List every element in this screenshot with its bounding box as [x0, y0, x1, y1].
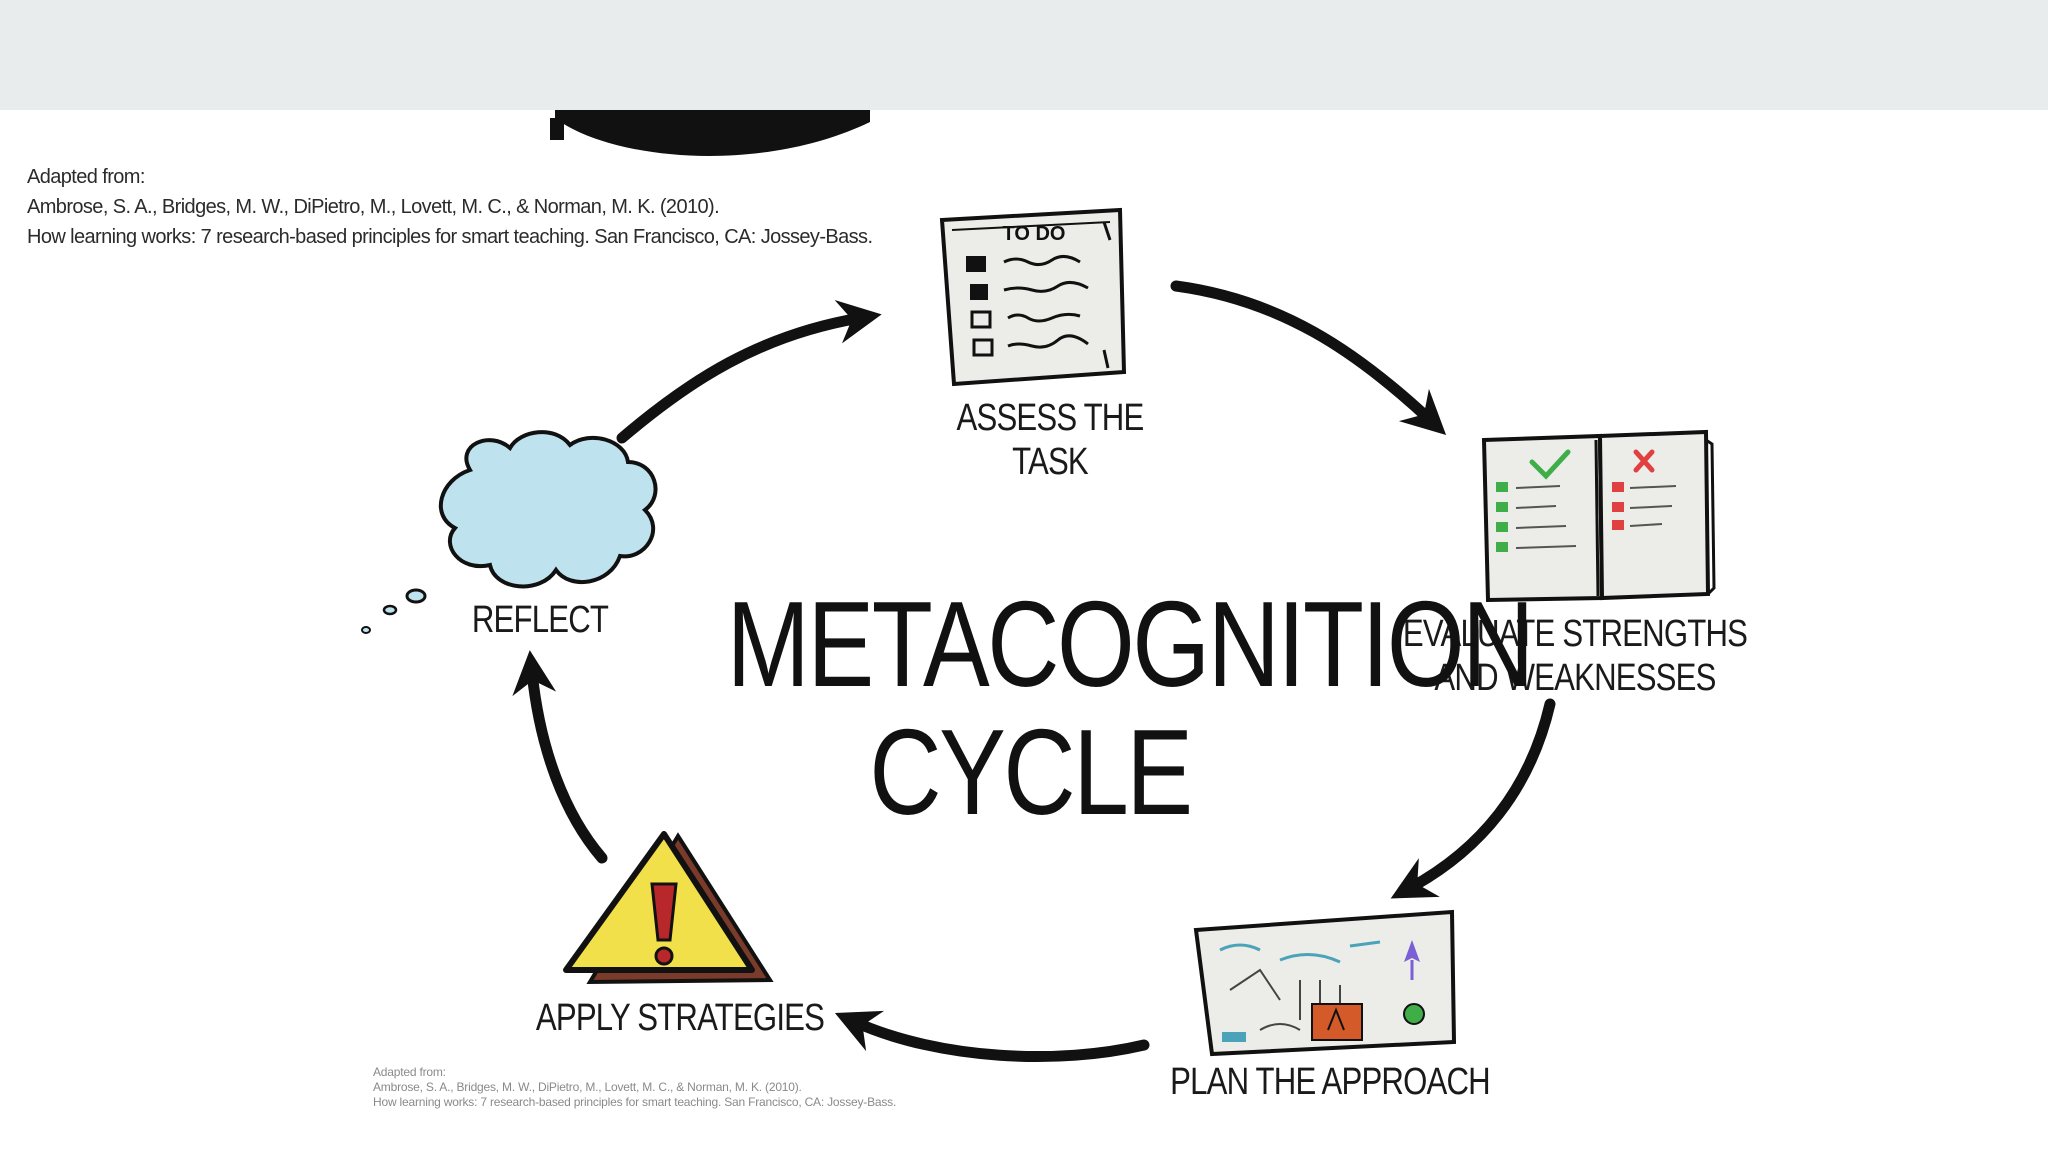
top-arc-tick	[550, 118, 564, 140]
citation-top-line: Adapted from:	[27, 166, 145, 188]
citation-top-line: Ambrose, S. A., Bridges, M. W., DiPietro…	[27, 196, 720, 218]
diagram-title-line: METACOGNITION	[726, 576, 1535, 712]
arrow-plan-to-apply	[834, 1010, 1150, 1063]
todo-list-icon	[939, 207, 1127, 387]
stage-label-assess: ASSESS THE TASK	[927, 396, 1173, 484]
citation-top: Adapted from: Ambrose, S. A., Bridges, M…	[27, 162, 873, 252]
citation-bottom: Adapted from: Ambrose, S. A., Bridges, M…	[373, 1065, 896, 1110]
stage-label-line: AND WEAKNESSES	[1434, 657, 1716, 699]
todo-list-heading: TO DO	[1003, 223, 1066, 245]
stage-label-line: ASSESS THE	[956, 397, 1145, 439]
warning-sign-icon	[563, 831, 774, 985]
diagram-title: METACOGNITION CYCLE	[726, 576, 1535, 840]
citation-bottom-line: How learning works: 7 research-based pri…	[373, 1095, 897, 1109]
stage-label-plan: PLAN THE APPROACH	[1166, 1060, 1494, 1104]
citation-top-line: How learning works: 7 research-based pri…	[27, 226, 873, 248]
top-arc-fragment	[555, 110, 870, 156]
open-book-icon	[1481, 429, 1716, 603]
arrow-apply-to-reflect	[512, 650, 608, 864]
citation-bottom-line: Ambrose, S. A., Bridges, M. W., DiPietro…	[373, 1080, 802, 1094]
stage-label-line: APPLY STRATEGIES	[535, 997, 825, 1039]
stage-label-evaluate: EVALUATE STRENGTHS AND WEAKNESSES	[1399, 612, 1752, 700]
stage-label-line: EVALUATE STRENGTHS	[1402, 613, 1748, 655]
stage-label-apply: APPLY STRATEGIES	[532, 996, 827, 1040]
arrow-reflect-to-assess	[616, 300, 882, 444]
stage-label-reflect: REFLECT	[458, 598, 622, 642]
stage-label-line: PLAN THE APPROACH	[1170, 1061, 1491, 1103]
stage-label-line: REFLECT	[471, 599, 609, 641]
thought-cloud-icon	[361, 430, 658, 634]
diagram-title-line: CYCLE	[869, 704, 1193, 840]
whiteboard-icon	[1193, 909, 1457, 1057]
top-bar	[0, 0, 2048, 110]
stage-label-line: TASK	[1012, 441, 1089, 483]
arrow-evaluate-to-plan	[1390, 698, 1556, 899]
arrow-assess-to-evaluate	[1170, 280, 1447, 436]
citation-bottom-line: Adapted from:	[373, 1065, 446, 1079]
